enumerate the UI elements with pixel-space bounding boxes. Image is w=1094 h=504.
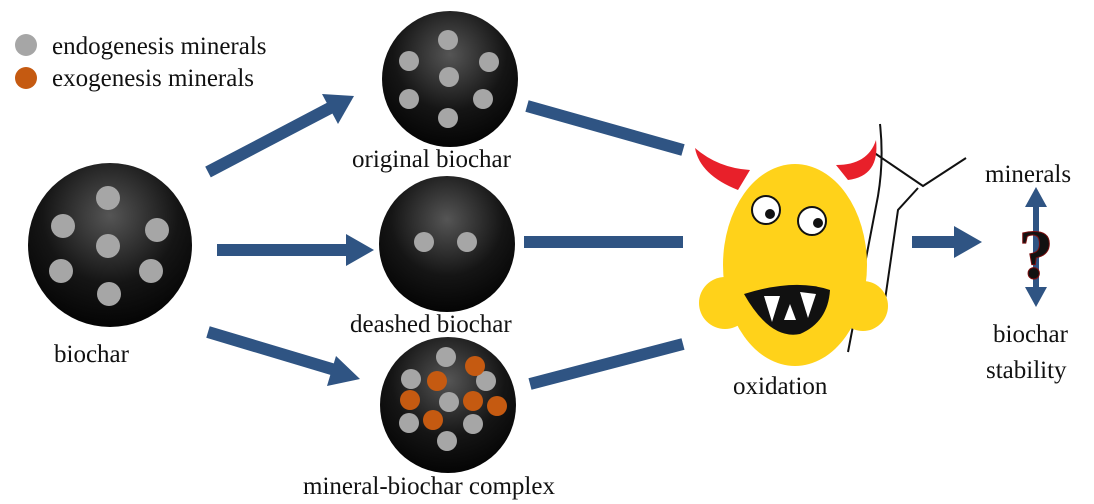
mineral-dot [51,214,75,238]
original-biochar-particle [382,11,518,147]
biochar-particle [28,163,192,327]
mineral-dot [465,356,485,376]
complex-endogenous-minerals [399,347,496,451]
mineral-dot [439,67,459,87]
mineral-dot [473,89,493,109]
mineral-dot [436,347,456,367]
right-eye [797,206,827,236]
deashed-endogenous-minerals [414,232,477,252]
mineral-dot [414,232,434,252]
original-biochar-label: original biochar [352,146,512,173]
mineral-dot [400,390,420,410]
arrow-biochar-to-complex [206,326,337,376]
oxidation-label: oxidation [733,373,828,400]
mineral-dot [439,392,459,412]
mineral-dot [463,391,483,411]
mineral-dot [96,186,120,210]
legend-endogenous-swatch [15,34,37,56]
minerals-label: minerals [985,161,1071,188]
left-pupil [765,209,775,219]
original-endogenous-minerals [399,30,499,128]
oxidation-monster [695,123,967,366]
mineral-dot [427,371,447,391]
arrow-biochar-to-original [205,102,333,178]
mineral-dot [401,369,421,389]
pitchfork-prong [872,151,967,188]
arrowhead-biochar-to-original [322,94,354,124]
biochar-endogenous-minerals [49,186,169,306]
arrow-original-to-oxidation [525,100,685,156]
monster-face [723,164,867,366]
mineral-dot [438,30,458,50]
mineral-dot [96,234,120,258]
mineral-dot [399,51,419,71]
mineral-dot [479,52,499,72]
arrowhead-oxidation-to-stability [954,226,982,258]
stability-label-line1: biochar [993,321,1069,348]
legend-exogenous-swatch [15,67,37,89]
biochar-label: biochar [54,341,130,368]
complex-exogenous-minerals [400,356,507,430]
double-arrow-up-head [1025,187,1047,207]
right-horn [836,140,877,180]
mineral-dot [49,259,73,283]
arrowhead-biochar-to-deashed [346,234,374,266]
question-mark-icon: ? [1019,217,1054,294]
pitchfork-shaft [847,123,883,353]
left-eye [751,195,781,225]
tooth [800,292,816,318]
left-horn [695,148,750,190]
complex-biochar-particle [380,337,516,473]
mineral-dot [438,108,458,128]
mineral-dot [145,218,169,242]
arrowhead-biochar-to-complex [327,356,360,386]
complex-biochar-label: mineral-biochar complex [303,473,555,500]
legend-exogenous-label: exogenesis minerals [52,65,254,92]
arrows [205,94,982,390]
deashed-biochar-particle [379,176,515,312]
mineral-dot [97,282,121,306]
deashed-biochar-sphere [379,176,515,312]
mineral-dot [399,89,419,109]
right-pupil [813,218,823,228]
double-arrow-down-head [1025,287,1047,307]
mineral-dot [476,371,496,391]
minerals-stability-arrow [1025,187,1047,307]
mineral-dot [487,396,507,416]
mineral-dot [139,259,163,283]
mineral-dot [463,414,483,434]
mineral-dot [423,410,443,430]
legend: endogenesis minerals exogenesis minerals [15,33,267,92]
arrow-complex-to-oxidation [528,338,685,390]
deashed-biochar-label: deashed biochar [350,311,512,338]
pitchfork-tine [884,187,919,301]
stability-label-line2: stability [986,357,1067,384]
mineral-dot [437,431,457,451]
tooth [764,296,780,322]
mineral-dot [399,413,419,433]
tooth [784,304,796,320]
mineral-dot [457,232,477,252]
legend-endogenous-label: endogenesis minerals [52,33,267,60]
